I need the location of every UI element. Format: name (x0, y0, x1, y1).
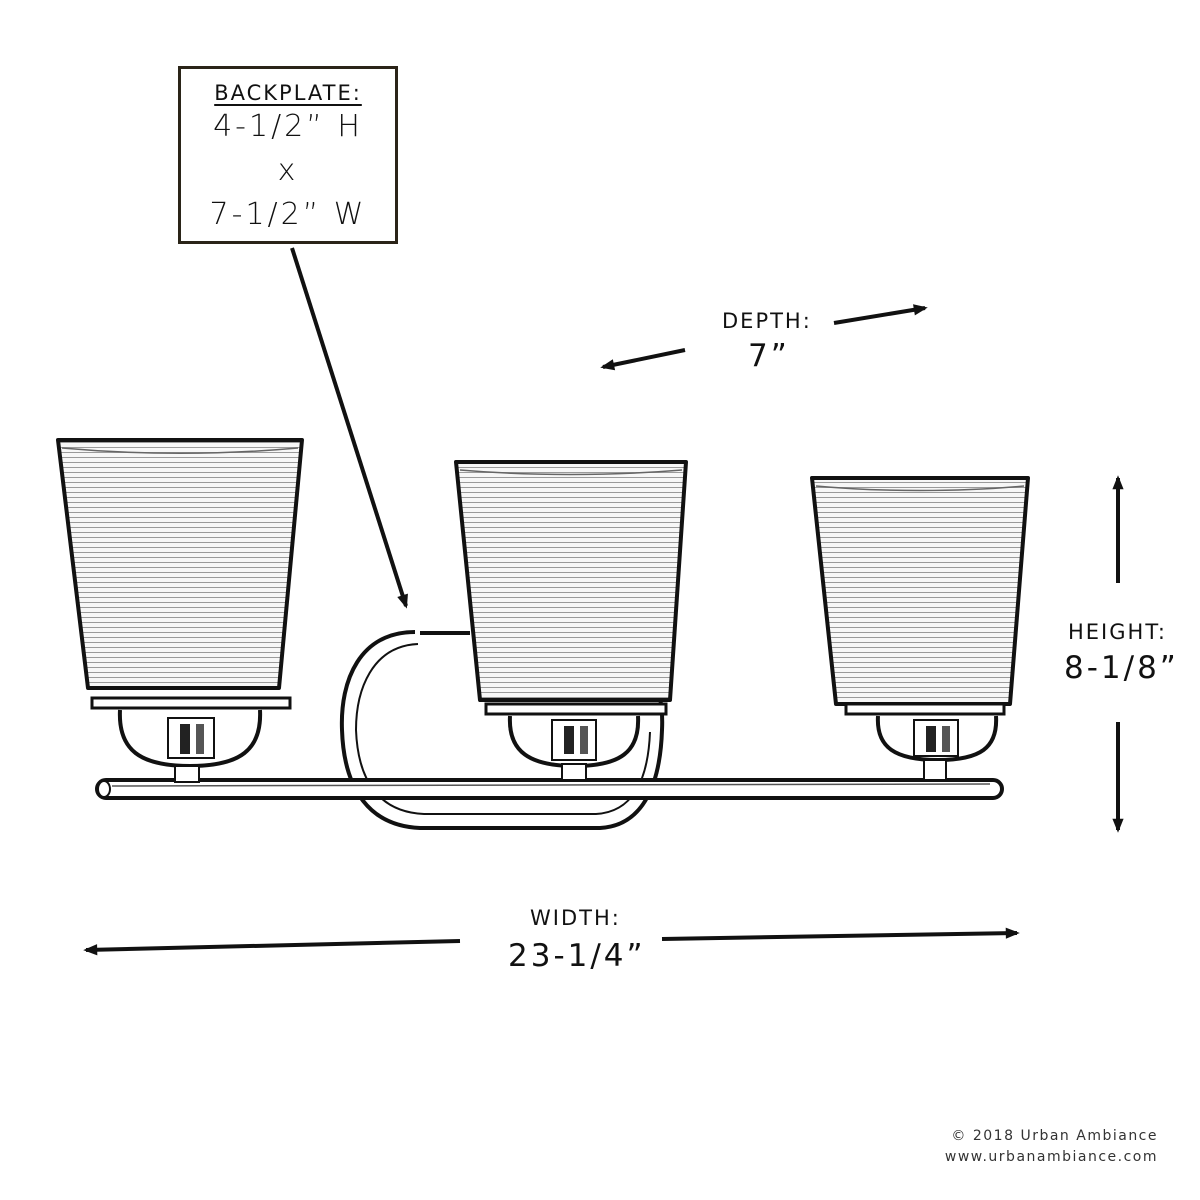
height-value: 8-1/8” (1064, 650, 1179, 686)
depth-arrow-left (600, 348, 686, 371)
crossbar (95, 778, 1004, 800)
backplate-height-value: 4-1/2” H (213, 109, 363, 144)
width-arrow-right (661, 927, 1020, 941)
copyright-text: © 2018 Urban Ambiance (951, 1128, 1158, 1144)
backplate-leader-arrow (290, 247, 408, 609)
glass-shade-center (454, 460, 688, 702)
height-label: HEIGHT: (1068, 620, 1167, 644)
width-arrow-left (83, 939, 461, 956)
socket-right (844, 702, 1006, 781)
glass-shade-right (810, 476, 1030, 706)
backplate-title: BACKPLATE: (214, 81, 362, 105)
width-value: 23-1/4” (508, 938, 646, 974)
backplate-callout-box: BACKPLATE: 4-1/2” H x 7-1/2” W (178, 66, 398, 244)
socket-left (90, 696, 292, 783)
socket-center (484, 702, 668, 781)
website-text: www.urbanambiance.com (944, 1149, 1158, 1165)
backplate-times-symbol: x (277, 153, 299, 188)
glass-shade-left (56, 438, 304, 690)
width-label: WIDTH: (530, 906, 621, 930)
depth-arrow-right (833, 304, 928, 325)
backplate-width-value: 7-1/2” W (209, 197, 367, 232)
depth-label: DEPTH: (722, 309, 812, 333)
depth-value: 7” (748, 338, 790, 374)
